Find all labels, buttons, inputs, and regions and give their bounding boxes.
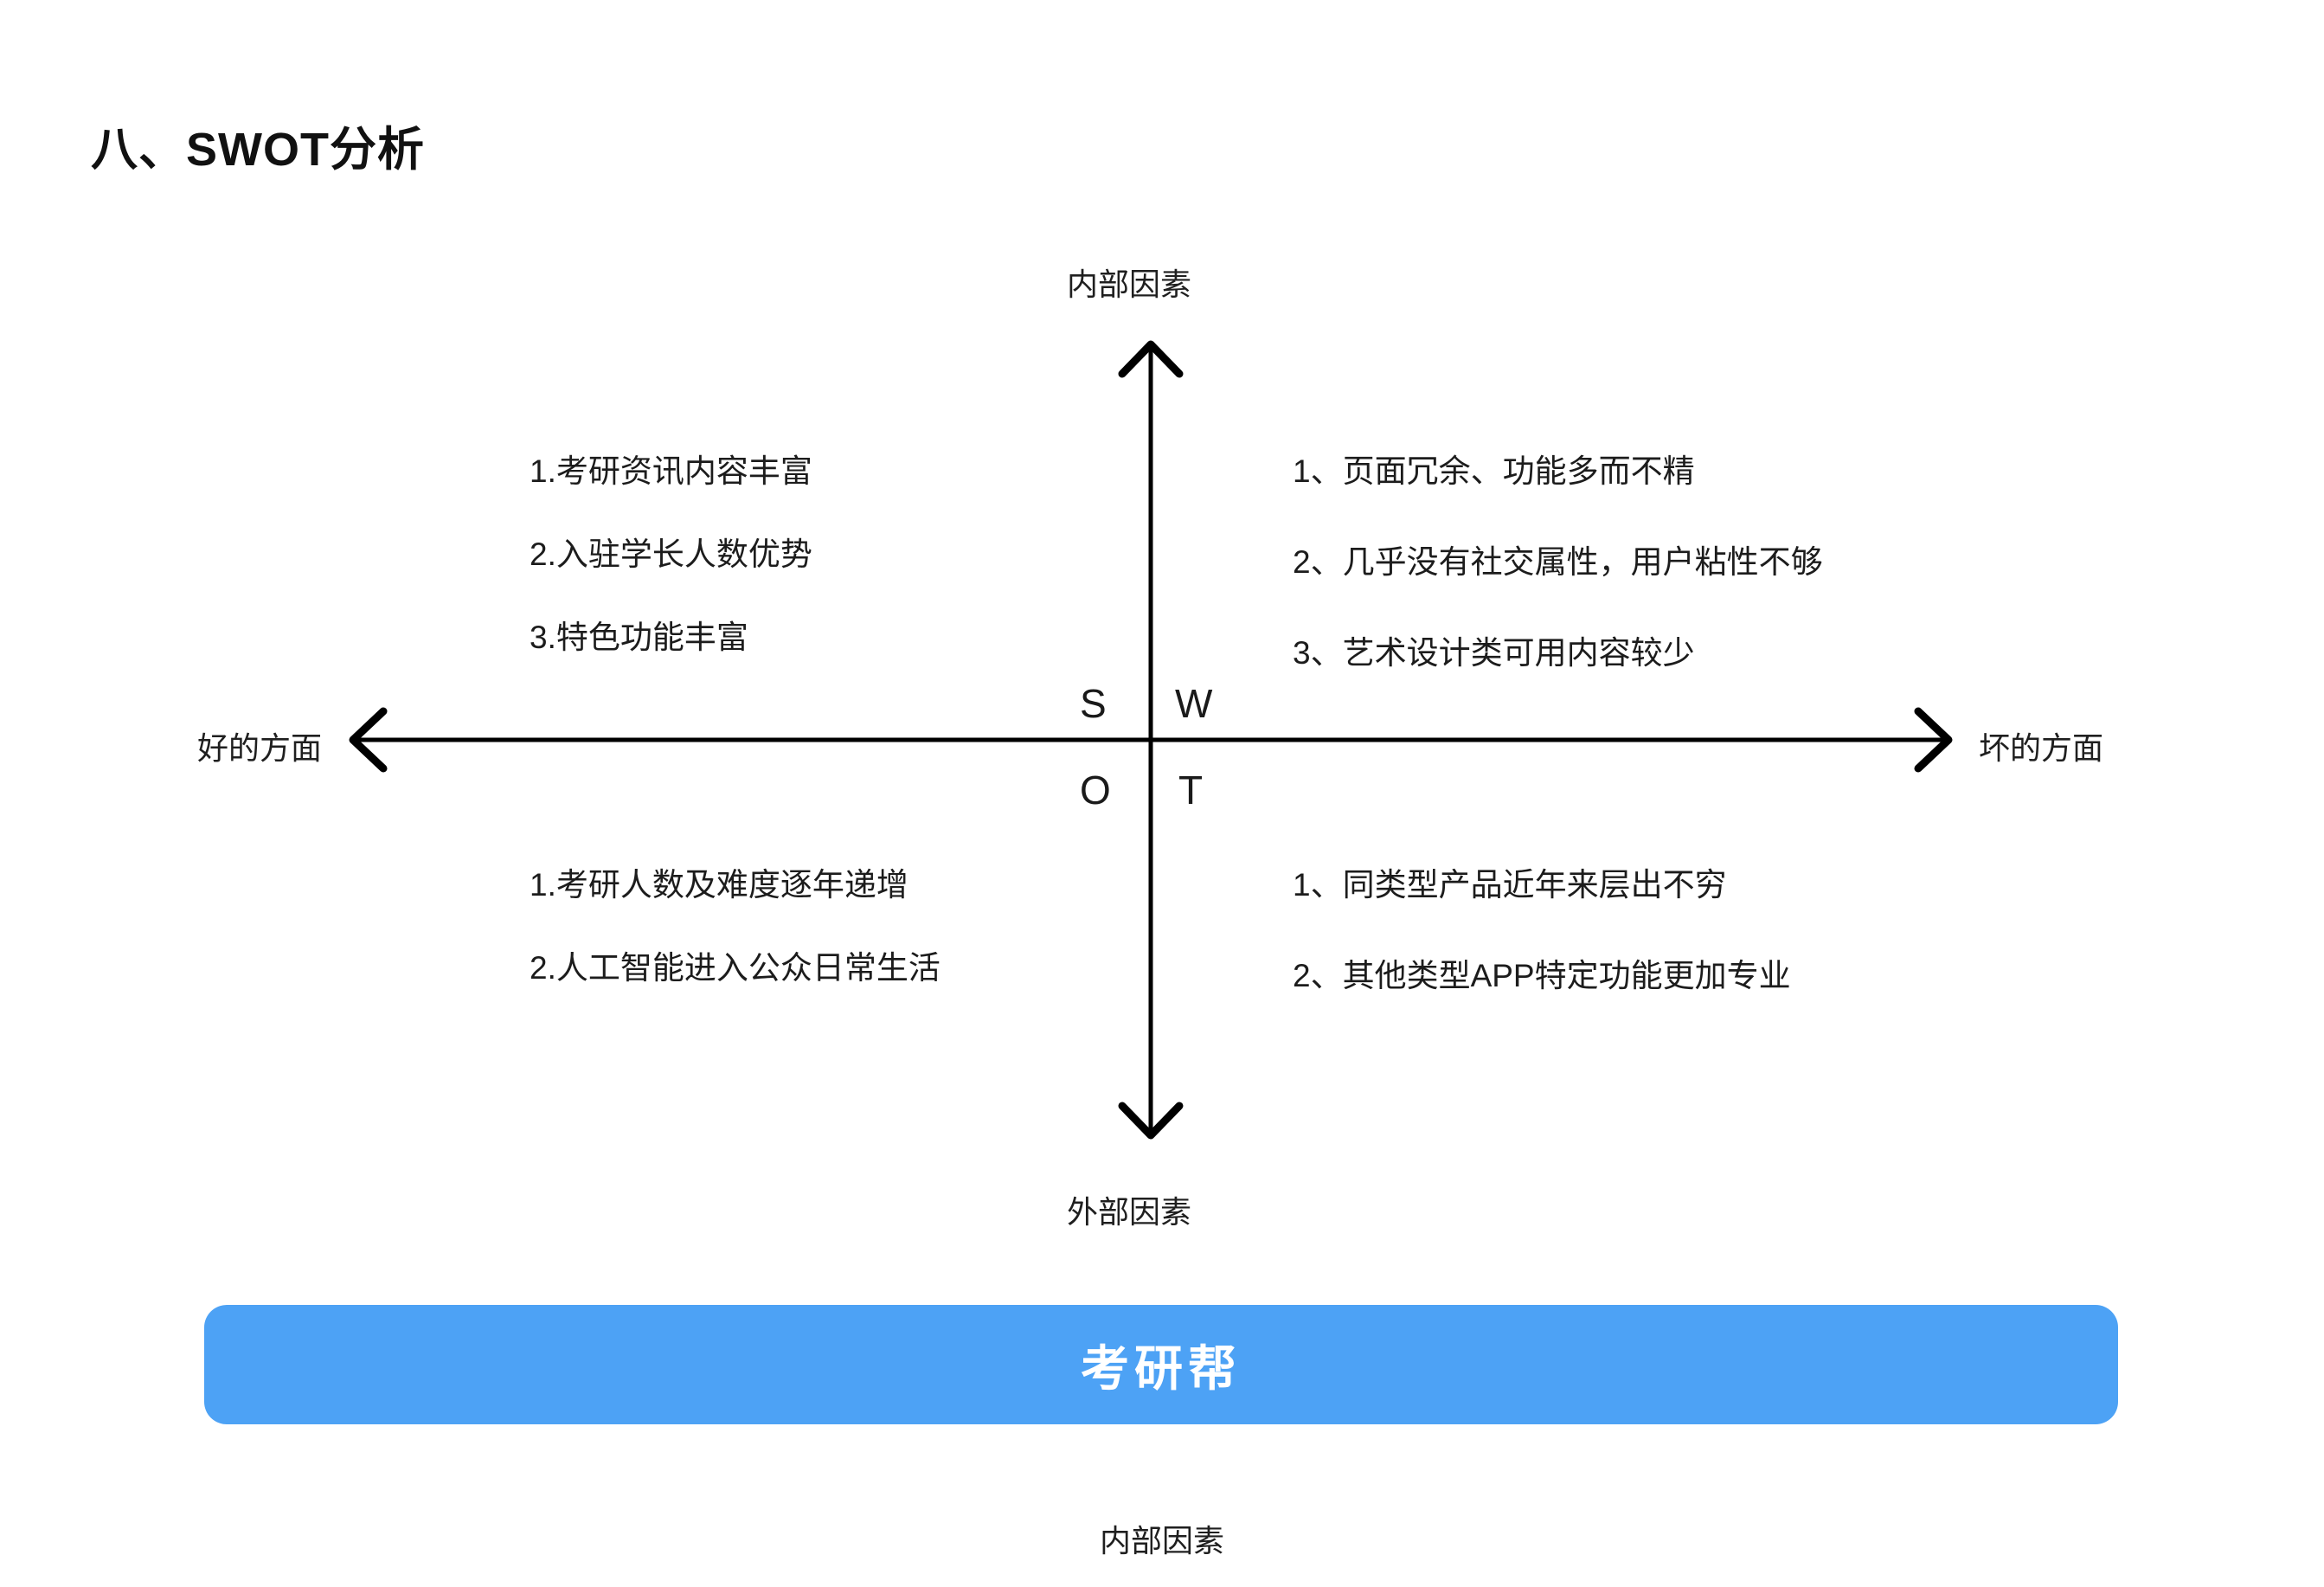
quadrant-item: 2、几乎没有社交属性，用户粘性不够 [1293,544,1823,580]
swot-axes-svg [349,340,1953,1140]
brand-banner: 考研帮 [204,1305,2118,1424]
quadrant-letter-t: T [1178,768,1204,813]
axis-label-external-bottom: 外部因素 [1067,1194,1192,1230]
swot-diagram: 内部因素 外部因素 好的方面 坏的方面 S W O T 1.考研资讯内容丰富 2… [197,267,2104,1230]
quadrant-item: 1.考研人数及难度逐年递增 [530,867,908,903]
axis-arrow-up-icon [1118,340,1184,378]
quadrant-item: 3、艺术设计类可用内容较少 [1293,635,1695,671]
axis-arrow-down-icon [1118,1102,1184,1140]
axis-arrow-left-icon [349,707,388,773]
quadrant-strengths: 1.考研资讯内容丰富 2.入驻学长人数优势 3.特色功能丰富 [530,455,812,653]
quadrant-item: 1、同类型产品近年来层出不穷 [1293,867,1727,903]
axis-arrow-right-icon [1914,707,1953,773]
quadrant-letter-o: O [1080,768,1111,813]
quadrant-letter-w: W [1175,681,1213,726]
quadrant-opportunities: 1.考研人数及难度逐年递增 2.人工智能进入公众日常生活 [530,869,941,984]
quadrant-item: 2.人工智能进入公众日常生活 [530,950,941,986]
quadrant-threats: 1、同类型产品近年来层出不穷 2、其他类型APP特定功能更加专业 [1293,869,1791,1051]
quadrant-weaknesses: 1、页面冗余、功能多而不精 2、几乎没有社交属性，用户粘性不够 3、艺术设计类可… [1293,455,1823,728]
quadrant-item: 1.考研资讯内容丰富 [530,453,812,489]
axis-label-good-left: 好的方面 [197,730,323,766]
quadrant-item: 2.入驻学长人数优势 [530,536,812,572]
quadrant-item: 3.特色功能丰富 [530,620,748,655]
axis-label-internal-top: 内部因素 [1067,267,1192,302]
footer-note: 内部因素 [1099,1523,1224,1558]
quadrant-item: 1、页面冗余、功能多而不精 [1293,453,1695,489]
brand-banner-label: 考研帮 [1081,1340,1242,1396]
page-title: 八、SWOT分析 [91,124,425,176]
quadrant-letter-s: S [1080,681,1107,726]
quadrant-item: 2、其他类型APP特定功能更加专业 [1293,958,1791,993]
axis-label-bad-right: 坏的方面 [1979,730,2104,766]
